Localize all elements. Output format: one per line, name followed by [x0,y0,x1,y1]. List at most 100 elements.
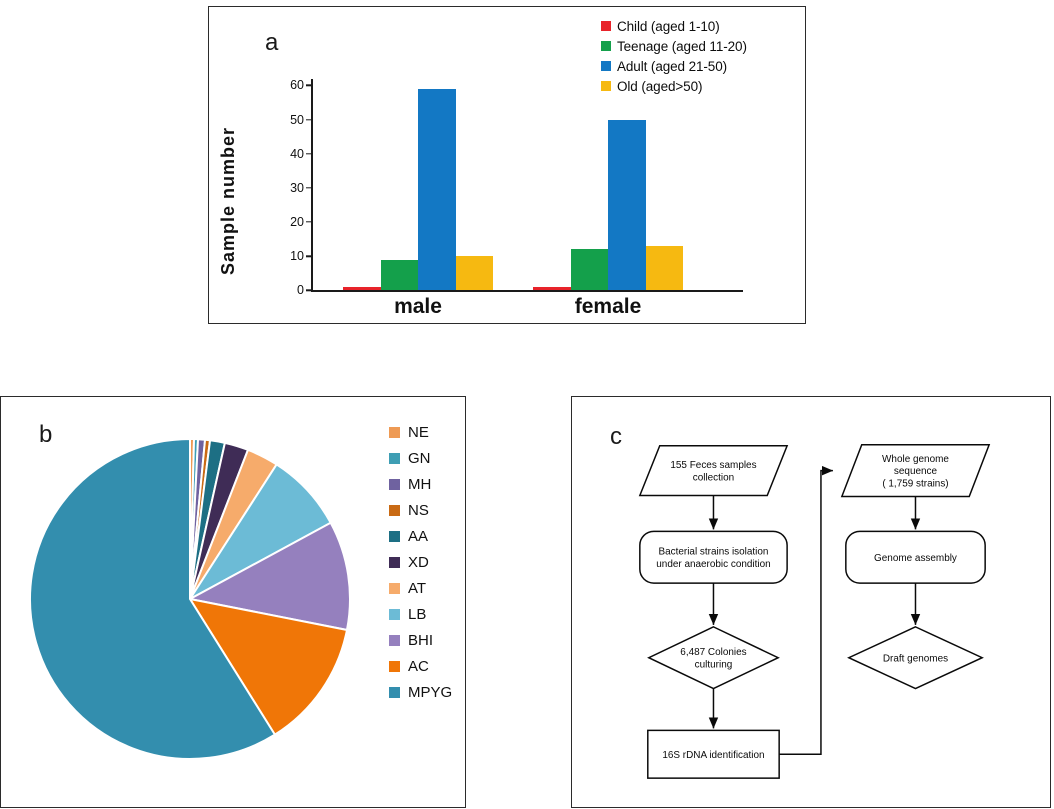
flow-node-isolation[interactable] [639,530,788,584]
legend-item[interactable]: Old (aged>50) [601,77,791,95]
flow-node-draft[interactable] [847,626,984,690]
pie-legend-swatch-icon [389,686,400,698]
y-axis-tick-mark [306,153,311,155]
pie-legend-label: XD [408,553,429,571]
flow-node-colonies-label: culturing [695,659,733,670]
flowchart-shapes [638,444,991,779]
bar-male-child[interactable] [343,287,381,291]
legend-item[interactable]: Adult (aged 21-50) [601,57,791,75]
y-axis-tick-mark [306,84,311,87]
pie-legend-item[interactable]: AC [389,653,465,679]
pie-svg [29,437,351,760]
bar-female-old[interactable] [645,246,683,291]
y-axis-tick-mark [306,187,311,189]
legend-swatch-icon [601,61,611,71]
bar-female-adult[interactable] [608,119,646,291]
pie-legend-swatch-icon [389,504,400,516]
connector-rdna-to-wgs [779,465,834,756]
pie-slice-MPYG[interactable] [29,437,277,760]
pie-chart-legend: NE GN MH NS AA XD AT LB BHI AC MPYG [389,419,465,705]
legend-item-label: Adult (aged 21-50) [617,58,728,74]
pie-legend-item[interactable]: AA [389,523,465,549]
panel-b-label: b [39,421,53,448]
flow-node-rdna-label: 16S rDNA identification [662,750,764,761]
flow-node-feces-label: collection [693,472,734,483]
y-axis-tick-label: 60 [290,78,304,93]
y-axis-tick-label: 0 [297,283,304,298]
flowchart-connectors [708,465,921,756]
flow-node-assembly-label: Genome assembly [874,553,957,564]
flow-node-feces[interactable] [638,445,789,497]
pie-slice-BHI[interactable] [187,521,351,632]
y-axis-tick-label: 30 [290,180,304,195]
pie-legend-item[interactable]: NS [389,497,465,523]
panel-a-bar-chart: a Child (aged 1-10) Teenage (aged 11-20) A… [208,6,806,324]
pie-legend-swatch-icon [389,530,400,542]
bar-female-teenage[interactable] [570,249,608,291]
flow-node-isolation-label: Bacterial strains isolation [659,547,769,558]
y-axis-tick-label: 20 [290,215,304,230]
pie-legend-swatch-icon [389,582,400,594]
flow-node-wgs-label: ( 1,759 strains) [882,479,948,490]
bar-group-female [533,77,683,291]
pie-legend-swatch-icon [389,660,400,672]
pie-legend-item[interactable]: AT [389,575,465,601]
flow-node-wgs[interactable] [840,444,991,498]
flow-node-feces-label: 155 Feces samples [670,460,756,471]
pie-legend-item[interactable]: MPYG [389,679,465,705]
bar-chart-legend: Child (aged 1-10) Teenage (aged 11-20) Adu… [601,17,791,97]
pie-slice-AC[interactable] [187,597,349,737]
pie-legend-label: AT [408,579,427,597]
x-axis-category-label: male [394,295,442,318]
bar-female-child[interactable] [533,287,571,291]
y-axis-tick-label: 40 [290,146,304,161]
pie-legend-item[interactable]: XD [389,549,465,575]
y-axis-label-text: Sample number [217,126,238,276]
flow-node-wgs-label: sequence [894,466,938,477]
pie-legend-swatch-icon [389,452,400,464]
pie-legend-swatch-icon [389,556,400,568]
pie-legend-label: MH [408,475,432,493]
pie-legend-item[interactable]: NE [389,419,465,445]
legend-item-label: Old (aged>50) [617,78,703,94]
pie-legend-label: MPYG [408,683,453,701]
flow-node-wgs-label: Whole genome [882,454,949,465]
flow-node-assembly[interactable] [845,530,986,584]
panel-b-pie-chart: b NE GN MH NS AA XD AT LB BHI AC MPYG [0,396,466,808]
bar-male-adult[interactable] [418,88,456,291]
pie-legend-swatch-icon [389,426,400,438]
pie-legend-item[interactable]: GN [389,445,465,471]
y-axis-tick-mark [306,289,311,292]
legend-item[interactable]: Child (aged 1-10) [601,17,791,35]
y-axis-tick-label: 10 [290,249,304,264]
bar-male-old[interactable] [455,256,493,291]
legend-item[interactable]: Teenage (aged 11-20) [601,37,791,55]
panel-c-label: c [610,423,622,450]
legend-swatch-icon [601,41,611,51]
pie-legend-item[interactable]: BHI [389,627,465,653]
panel-a-label: a [265,29,279,56]
y-axis-tick-label: 50 [290,112,304,127]
pie-legend-label: GN [408,449,431,467]
flow-node-draft-label: Draft genomes [883,653,948,664]
flow-node-isolation-label: under anaerobic condition [656,559,770,570]
pie-legend-label: AC [408,657,429,675]
y-axis-line [311,79,313,292]
y-axis-tick-mark [306,221,311,223]
pie-chart-graphic [25,427,355,777]
legend-item-label: Teenage (aged 11-20) [617,38,747,54]
bar-chart-y-axis-label: Sample number [215,101,241,301]
pie-legend-item[interactable]: LB [389,601,465,627]
pie-legend-item[interactable]: MH [389,471,465,497]
pie-legend-swatch-icon [389,608,400,620]
pie-legend-label: BHI [408,631,434,649]
bar-group-male [343,77,493,291]
legend-swatch-icon [601,81,611,91]
pie-legend-label: AA [408,527,429,545]
bar-male-teenage[interactable] [380,259,418,291]
flow-node-colonies-label: 6,487 Colonies [680,647,746,658]
